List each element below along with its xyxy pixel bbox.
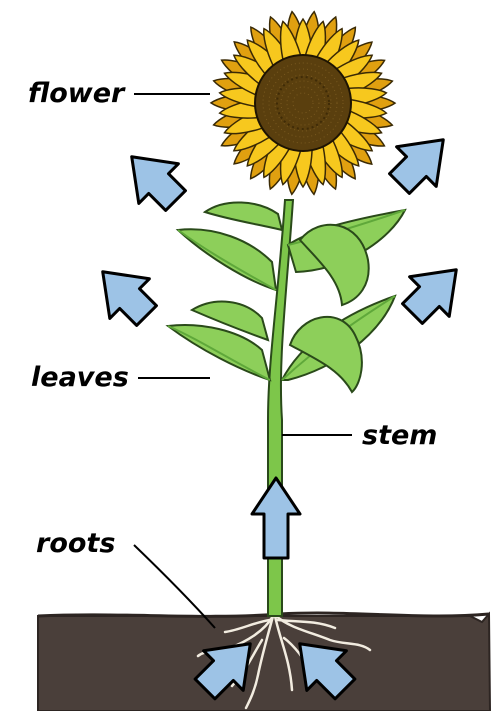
label-stem: stem [362,420,437,451]
label-flower: flower [28,78,126,109]
arrow-up-stem [252,478,300,558]
arrow-up-left-top [112,137,195,220]
arrow-up-left-middle [83,252,166,335]
label-roots: roots [36,528,115,559]
label-leaves: leaves [31,362,129,393]
soil-surface [38,613,489,616]
arrow-up-right-top [380,120,463,203]
arrow-up-right-middle [393,250,476,333]
sunflower-head [211,10,395,195]
